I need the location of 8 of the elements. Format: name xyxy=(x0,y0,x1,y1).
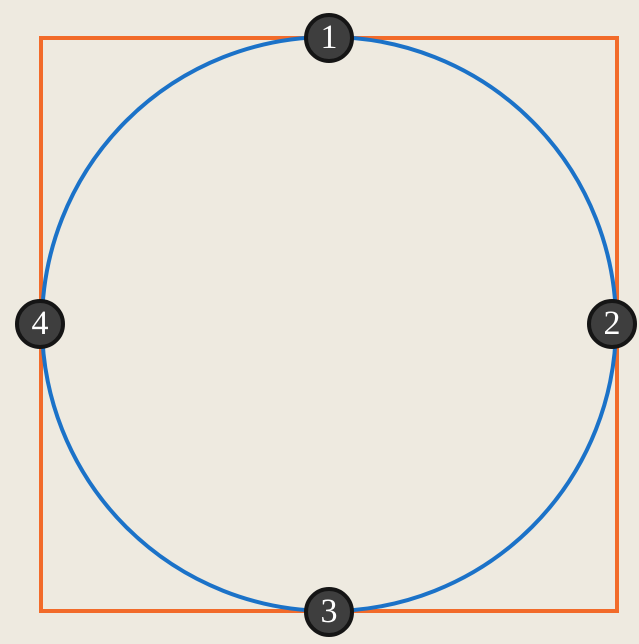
number-marker xyxy=(587,299,637,349)
marker-number: 1 xyxy=(320,18,338,58)
marker-number: 4 xyxy=(32,304,48,344)
number-marker xyxy=(304,587,354,637)
marker-number: 3 xyxy=(320,592,338,632)
number-marker xyxy=(304,13,354,63)
marker-number: 2 xyxy=(604,304,620,344)
number-marker xyxy=(15,299,65,349)
